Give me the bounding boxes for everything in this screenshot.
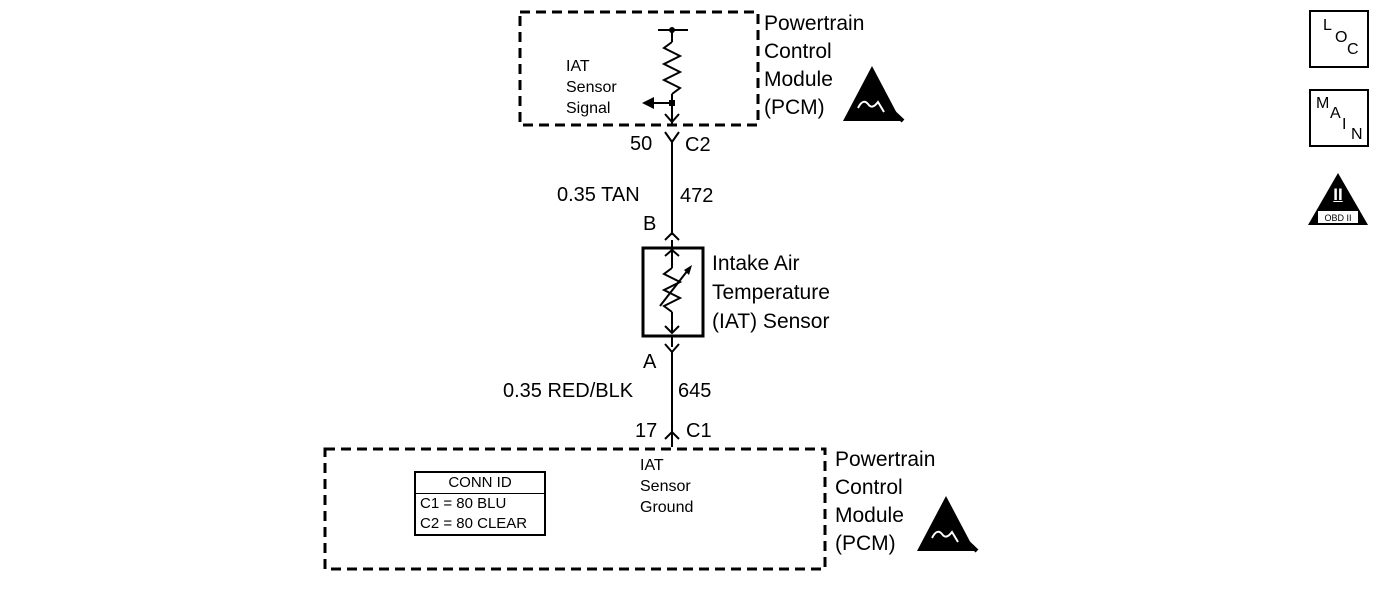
obd-ii-button[interactable]: II OBD II (1306, 171, 1370, 227)
module-label-line: Control (764, 40, 832, 63)
pcm-top-box (518, 10, 760, 127)
circuit-label-line: Signal (566, 100, 611, 117)
thermistor-icon (659, 248, 689, 335)
module-label-line: Powertrain (764, 12, 865, 35)
conn-id-row: C1 = 80 BLU (420, 495, 507, 512)
signal-arrow-icon (642, 97, 672, 109)
circuit-label-line: Sensor (566, 79, 617, 96)
circuit-label-line: Ground (640, 499, 694, 516)
module-label-line: (PCM) (764, 96, 825, 119)
loc-button[interactable]: L O C (1309, 10, 1369, 68)
pcm-top-label: Powertrain Control Module (PCM) (764, 10, 864, 122)
main-letter: N (1351, 126, 1363, 143)
loc-letter: C (1347, 41, 1359, 58)
connector-c2-pin: 50 (630, 133, 653, 155)
pcm-top-circuit-label: IAT Sensor Signal (566, 56, 617, 119)
thermistor-arrowhead (684, 265, 692, 275)
sensor-pin-a: A (643, 351, 657, 373)
pcm-node-top (669, 27, 675, 33)
pcm-bottom-label: Powertrain Control Module (PCM) (835, 446, 935, 558)
module-label-line: Control (835, 476, 903, 499)
module-label-line: Module (835, 504, 904, 527)
pcm-pullup-resistor (658, 29, 688, 124)
circuit-label-line: Sensor (640, 478, 691, 495)
conn-id-table: CONN ID C1 = 80 BLU C2 = 80 CLEAR (414, 471, 546, 536)
loc-letter: O (1335, 29, 1348, 46)
obd-triangle-icon (1308, 173, 1368, 225)
pcm-bottom-box (323, 447, 827, 571)
module-label-line: (PCM) (835, 532, 896, 555)
iat-sensor-label: Intake Air Temperature (IAT) Sensor (712, 249, 830, 336)
conn-id-title: CONN ID (416, 473, 544, 494)
connector-b-icon (664, 231, 680, 241)
wire-645-circuit: 645 (678, 380, 712, 402)
sensor-label-line: Temperature (712, 281, 830, 304)
wire-472-gauge-color: 0.35 TAN (557, 184, 640, 206)
main-button[interactable]: M A I N (1309, 89, 1369, 147)
connector-c1-pin: 17 (635, 420, 658, 442)
sensor-label-line: Intake Air (712, 252, 800, 275)
circuit-label-line: IAT (640, 457, 664, 474)
esd-warning-icon-top (843, 66, 905, 123)
main-letter: I (1342, 116, 1347, 133)
wire-472-circuit: 472 (680, 185, 714, 207)
obd-numeral: II (1333, 185, 1343, 204)
circuit-label-line: IAT (566, 58, 590, 75)
pcm-bottom-circuit-label: IAT Sensor Ground (640, 455, 693, 518)
connector-c2-name: C2 (685, 134, 711, 156)
connector-c1-name: C1 (686, 420, 712, 442)
module-label-line: Powertrain (835, 448, 936, 471)
connector-c2-icon (664, 131, 680, 144)
conn-id-row: C2 = 80 CLEAR (420, 515, 528, 532)
loc-letter: L (1323, 17, 1332, 34)
pcm-top-pin-chevron (664, 113, 680, 124)
obd-caption: OBD II (1324, 213, 1352, 223)
esd-warning-icon-bottom (917, 496, 979, 553)
main-letter: M (1316, 95, 1330, 112)
module-label-line: Module (764, 68, 833, 91)
sensor-pin-b: B (643, 213, 657, 235)
wire-645-gauge-color: 0.35 RED/BLK (503, 380, 634, 402)
sensor-label-line: (IAT) Sensor (712, 310, 830, 333)
main-letter: A (1330, 105, 1341, 122)
